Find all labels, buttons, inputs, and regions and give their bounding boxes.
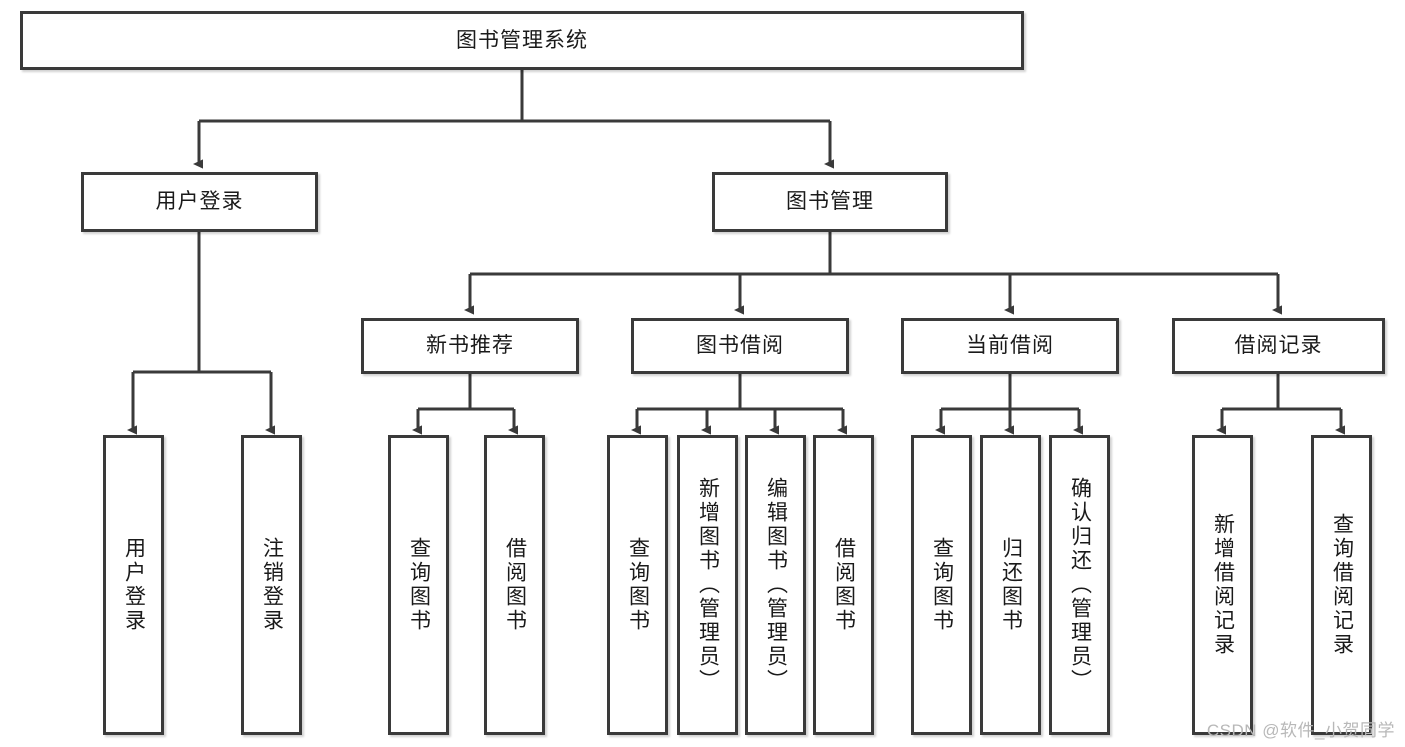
node-label: 借阅图书 [503,537,527,633]
node-label: 查询图书 [407,537,431,633]
node-label: 借阅记录 [1234,334,1323,358]
node-leaf-logout-login[interactable]: 注销登录 [241,435,302,735]
node-leaf-query-borrow-record[interactable]: 查询借阅记录 [1311,435,1372,735]
node-label: 查询图书 [626,537,650,633]
node-leaf-borrow-book-1[interactable]: 借阅图书 [484,435,545,735]
node-label: 新增借阅记录 [1211,513,1235,657]
node-label: 确认归还（管理员） [1068,477,1092,693]
node-book-management-system[interactable]: 图书管理系统 [20,11,1024,70]
node-new-book-recommend[interactable]: 新书推荐 [361,318,579,374]
node-label: 查询借阅记录 [1330,513,1354,657]
node-label: 当前借阅 [966,334,1054,358]
node-current-borrow[interactable]: 当前借阅 [901,318,1119,374]
node-leaf-add-borrow-record[interactable]: 新增借阅记录 [1192,435,1253,735]
node-label: 图书管理 [786,190,874,214]
node-leaf-return-book[interactable]: 归还图书 [980,435,1041,735]
csdn-watermark: CSDN @软件_小贺同学 [1206,721,1395,740]
node-leaf-query-book-2[interactable]: 查询图书 [607,435,668,735]
node-label: 图书管理系统 [456,28,588,52]
node-book-borrow[interactable]: 图书借阅 [631,318,849,374]
node-label: 用户登录 [122,537,146,633]
node-user-login[interactable]: 用户登录 [81,172,318,232]
node-leaf-query-book-1[interactable]: 查询图书 [388,435,449,735]
node-label: 查询图书 [930,537,954,633]
node-leaf-add-book-admin[interactable]: 新增图书（管理员） [677,435,738,735]
node-leaf-confirm-return-admin[interactable]: 确认归还（管理员） [1049,435,1110,735]
node-label: 图书借阅 [696,334,784,358]
node-label: 新增图书（管理员） [696,477,720,693]
node-borrow-record[interactable]: 借阅记录 [1172,318,1385,374]
node-label: 归还图书 [999,537,1023,633]
node-leaf-query-book-3[interactable]: 查询图书 [911,435,972,735]
node-label: 用户登录 [155,190,244,214]
node-book-management[interactable]: 图书管理 [712,172,948,232]
node-leaf-edit-book-admin[interactable]: 编辑图书（管理员） [745,435,806,735]
node-label: 编辑图书（管理员） [764,477,788,693]
node-leaf-user-login[interactable]: 用户登录 [103,435,164,735]
node-label: 借阅图书 [832,537,856,633]
node-label: 新书推荐 [426,334,514,358]
node-leaf-borrow-book-2[interactable]: 借阅图书 [813,435,874,735]
node-label: 注销登录 [260,537,284,633]
